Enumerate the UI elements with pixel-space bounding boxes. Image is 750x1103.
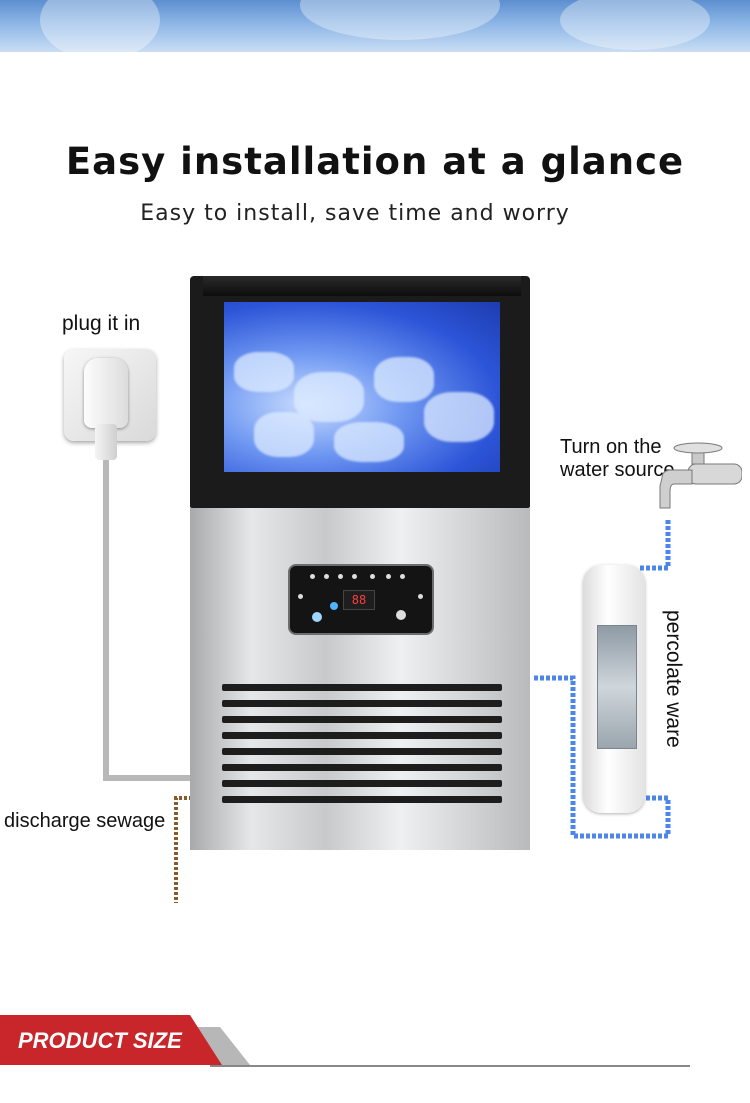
water-tap-icon [659,442,742,509]
drain-pipe [174,796,192,903]
plug-neck [95,424,117,460]
drain-label: discharge sewage [4,810,166,832]
power-cord [103,455,192,781]
water-source-label-line1: Turn on the [560,436,662,458]
water-pipe-filter-bottom [532,675,671,839]
plug-label: plug it in [62,312,141,335]
ice-bin-window [224,302,500,472]
temperature-display: 88 [343,590,375,610]
filter-label: percolate ware [662,610,685,748]
power-plug-icon [84,358,128,428]
top-banner-image [0,0,750,52]
water-pipe-tap-to-filter [640,520,671,571]
section-tab-product-size: PRODUCT SIZE [0,1015,222,1065]
filter-label-sticker [597,625,637,749]
machine-lid [203,276,521,296]
section-divider [210,1065,690,1067]
page-subtitle: Easy to install, save time and worry [140,201,570,226]
machine-body [190,508,530,850]
section-tab-label: PRODUCT SIZE [18,1028,182,1053]
water-source-label-line2: water source [560,459,675,481]
page-title: Easy installation at a glance [65,140,685,183]
